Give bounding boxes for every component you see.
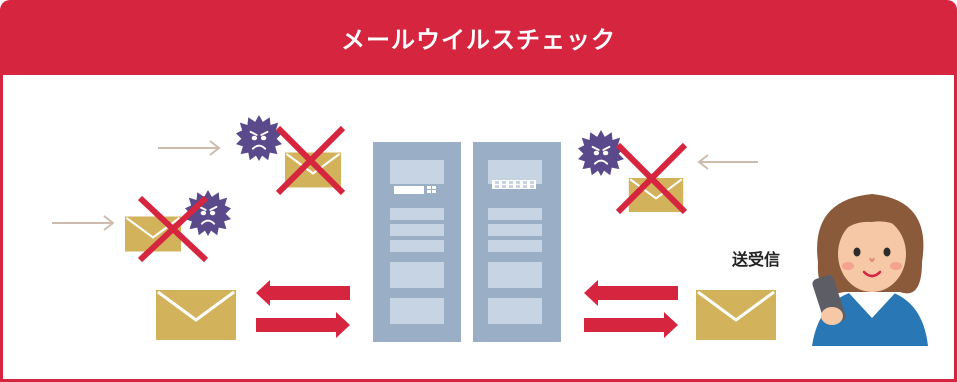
arrow-left-icon — [584, 280, 678, 306]
envelope-icon — [695, 290, 777, 340]
cross-mark-icon — [137, 195, 209, 263]
virus-icon — [236, 115, 282, 161]
server-icon — [473, 142, 561, 342]
virus-icon — [578, 130, 624, 176]
diagram-frame — [0, 75, 957, 382]
person-with-phone-icon — [812, 194, 928, 346]
arrow-right-icon — [256, 312, 350, 338]
incoming-arrow-icon — [158, 140, 221, 156]
arrow-left-icon — [256, 280, 350, 306]
incoming-arrow-icon — [697, 154, 758, 170]
envelope-icon — [155, 290, 237, 340]
server-icon — [373, 142, 461, 342]
cross-mark-icon — [615, 142, 688, 215]
send-receive-label: 送受信 — [732, 252, 781, 269]
cross-mark-icon — [275, 125, 346, 196]
header-bar: メールウイルスチェック — [0, 0, 957, 75]
arrow-right-icon — [584, 312, 678, 338]
incoming-arrow-icon — [52, 215, 115, 231]
page-title: メールウイルスチェック — [341, 27, 616, 54]
